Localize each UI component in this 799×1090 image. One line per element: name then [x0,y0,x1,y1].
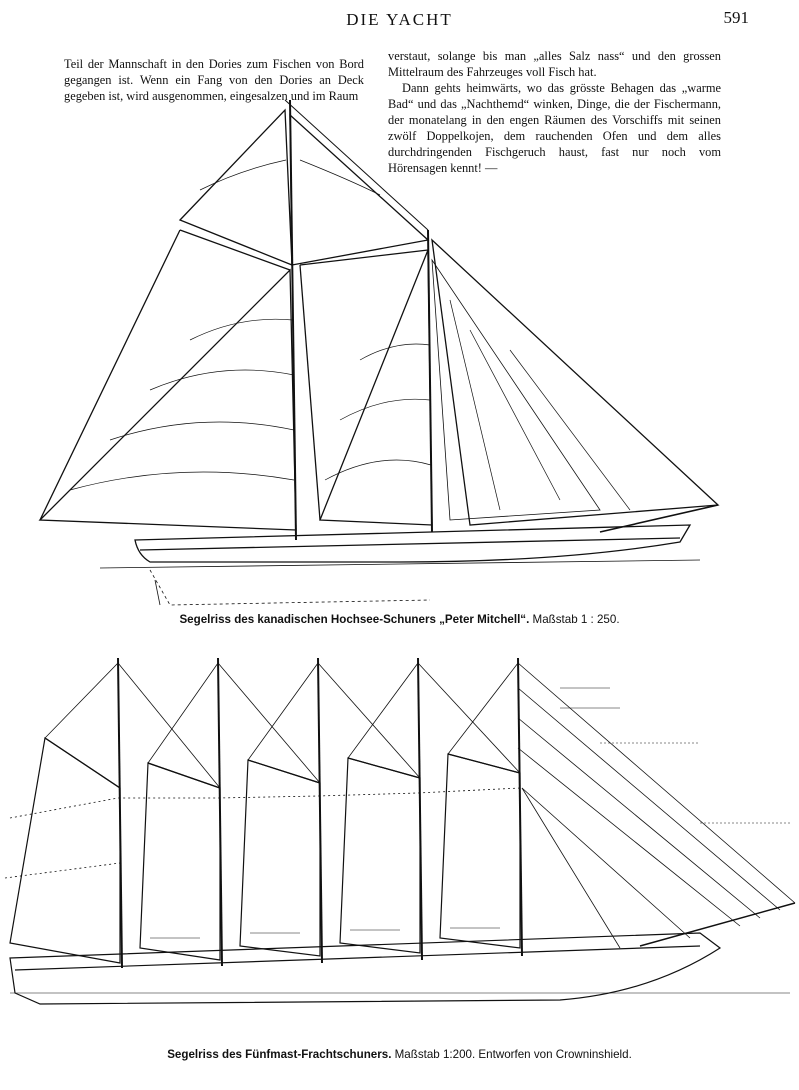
text-column-left: Teil der Mannschaft in den Dories zum Fi… [64,56,364,104]
figure2-caption-scale: Maßstab 1:200. Entworfen von Crowninshie… [391,1048,632,1061]
paragraph-right-1: verstaut, solange bis man „alles Salz na… [388,49,721,79]
schooner-sail-plan-drawing [38,100,720,606]
paragraph-right-2: Dann gehts heimwärts, wo das grösste Beh… [388,81,721,175]
running-title: DIE YACHT [346,10,453,29]
figure2-caption-title: Segelriss des Fünfmast-Frachtschuners. [167,1048,392,1061]
figure1-caption: Segelriss des kanadischen Hochsee-Schune… [0,613,799,626]
text-column-right: verstaut, solange bis man „alles Salz na… [388,48,721,176]
figure1-caption-title: Segelriss des kanadischen Hochsee-Schune… [179,613,530,626]
figure1-caption-scale: Maßstab 1 : 250. [529,613,620,626]
page-number: 591 [723,8,750,27]
figure2-caption: Segelriss des Fünfmast-Frachtschuners. M… [0,1048,799,1061]
five-mast-schooner-sail-plan-drawing [4,657,796,1005]
paragraph-left: Teil der Mannschaft in den Dories zum Fi… [64,57,364,103]
